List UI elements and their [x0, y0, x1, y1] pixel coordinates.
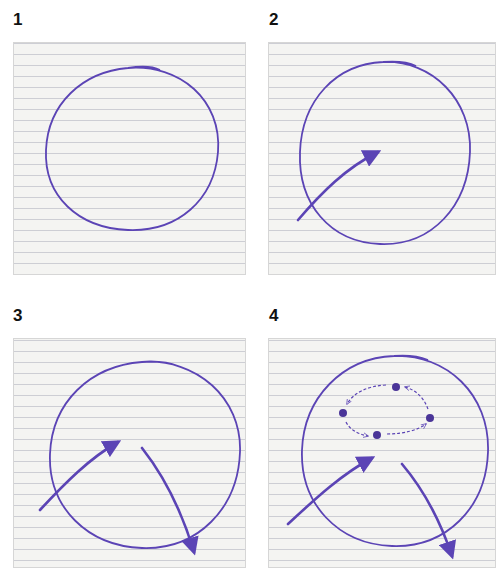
cell-outline — [302, 356, 488, 546]
sketch-panel — [268, 338, 496, 568]
exit-arrow — [402, 464, 452, 556]
panel-border — [269, 339, 496, 568]
particle-dot — [373, 431, 381, 439]
panel-number: 2 — [269, 10, 278, 30]
panel-number: 1 — [13, 10, 22, 30]
ruled-paper — [13, 338, 246, 568]
panel-border — [14, 43, 246, 275]
cycle-arrow — [346, 422, 368, 436]
exit-arrow — [142, 448, 194, 552]
particle-dot — [392, 383, 400, 391]
panel-number: 3 — [13, 306, 22, 326]
cell-outline — [46, 67, 218, 230]
cell-outline — [50, 362, 240, 548]
ruled-paper — [268, 338, 496, 568]
particle-dot — [426, 414, 434, 422]
entry-arrow — [40, 442, 118, 510]
panel-border — [269, 43, 496, 275]
panel-number: 4 — [269, 306, 278, 326]
sketch-panel — [13, 42, 246, 275]
cycle-arrow — [405, 387, 428, 409]
entry-arrow — [288, 458, 372, 524]
cell-outline — [300, 62, 470, 244]
sketch-panel — [13, 338, 246, 568]
cycle-arrow — [347, 385, 386, 404]
particle-dot — [339, 409, 347, 417]
cycle-arrow — [387, 424, 426, 434]
panel-border — [14, 339, 246, 568]
ruled-paper — [268, 42, 496, 275]
ruled-paper — [13, 42, 246, 275]
entry-arrow — [298, 152, 378, 220]
sketch-panel — [268, 42, 496, 275]
